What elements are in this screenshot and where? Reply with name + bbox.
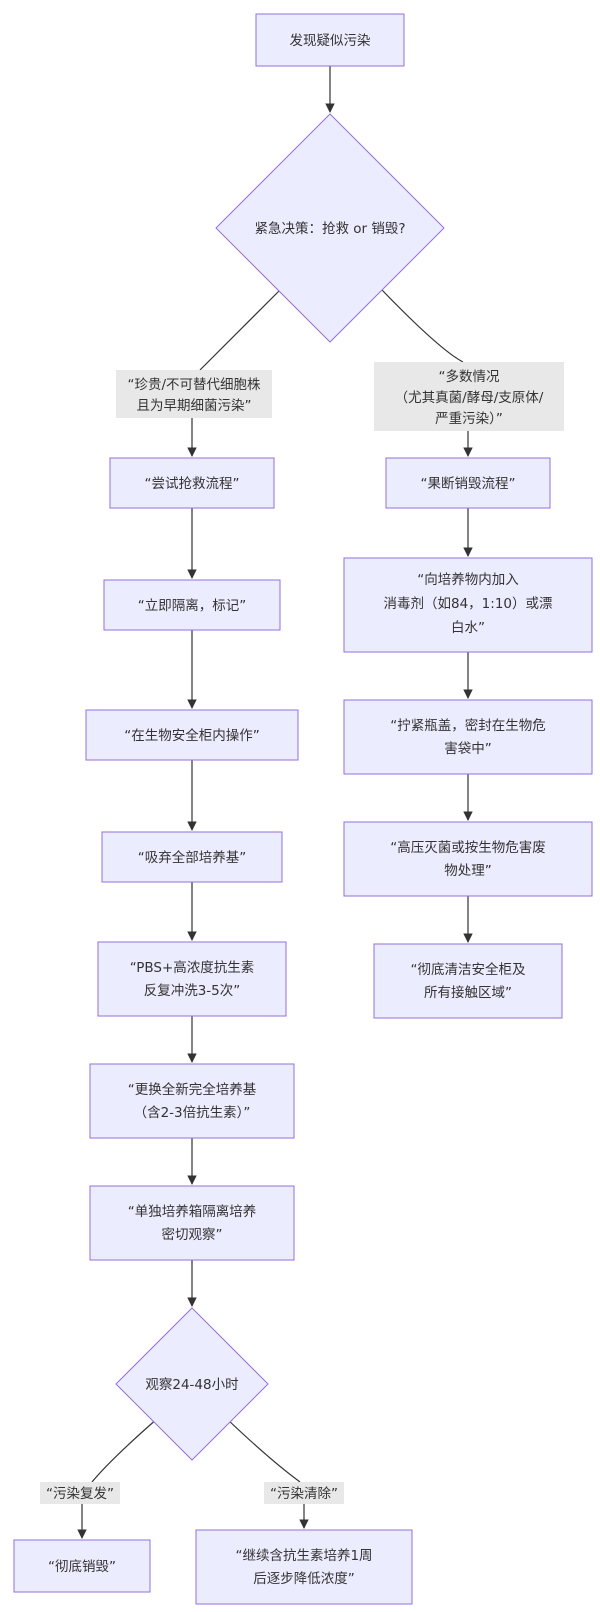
node-disinfect: “向培养物内加入 消毒剂（如84，1:10）或漂 白水” (343, 557, 593, 653)
node-incubate-line2: 密切观察” (162, 1226, 223, 1243)
node-aspirate: “吸弃全部培养基” (101, 831, 283, 883)
node-autoclave-line2: 物处理” (444, 863, 492, 879)
edge-observe-clear-label (225, 1417, 301, 1483)
node-continue: “继续含抗生素培养1周 后逐步降低浓度” (195, 1529, 413, 1605)
node-disinfect-line1: “向培养物内加入 (417, 572, 519, 588)
label-clear-text: “污染清除” (270, 1486, 338, 1502)
node-seal: “拧紧瓶盖，密封在生物危 害袋中” (343, 699, 593, 775)
node-autoclave: “高压灭菌或按生物危害废 物处理” (343, 821, 593, 897)
node-replace-line2: （含2-3倍抗生素）” (134, 1105, 251, 1121)
node-wash-line1: “PBS+高浓度抗生素 (130, 959, 255, 976)
edge-decision-destroy-label (381, 289, 464, 363)
edge-label-clear: “污染清除” (264, 1482, 344, 1504)
node-rescue-flow-text: “尝试抢救流程” (145, 475, 240, 492)
node-wash-line2: 反复冲洗3-5次” (144, 982, 241, 999)
edge-label-recur: “污染复发” (40, 1482, 120, 1504)
node-observe: 观察24-48小时 (115, 1307, 269, 1461)
node-clean: “彻底清洁安全柜及 所有接触区域” (373, 943, 563, 1019)
edge-label-rescue: “珍贵/不可替代细胞株 且为早期细菌污染” (116, 370, 272, 418)
node-decision: 紧急决策：抢救 or 销毁? (215, 113, 445, 343)
node-isolate-text: “立即隔离，标记” (138, 597, 247, 614)
edge-decision-rescue-label (199, 289, 281, 371)
node-destroy-final-text: “彻底销毁” (48, 1559, 116, 1575)
node-replace-line1: “更换全新完全培养基 (128, 1081, 257, 1098)
node-start: 发现疑似污染 (255, 13, 405, 67)
node-destroy-flow-text: “果断销毁流程” (421, 476, 516, 492)
node-continue-line1: “继续含抗生素培养1周 (235, 1548, 372, 1564)
label-destroy-line1: “多数情况 (439, 368, 500, 385)
node-observe-text: 观察24-48小时 (145, 1376, 238, 1393)
node-wash: “PBS+高浓度抗生素 反复冲洗3-5次” (97, 941, 287, 1017)
edge-observe-recur-label (91, 1417, 159, 1483)
label-recur-text: “污染复发” (46, 1485, 114, 1502)
node-destroy-flow: “果断销毁流程” (385, 457, 551, 509)
node-isolate: “立即隔离，标记” (103, 579, 281, 631)
node-disinfect-line3: 白水” (451, 620, 485, 636)
node-clean-line1: “彻底清洁安全柜及 (411, 961, 526, 978)
label-rescue-line2: 且为早期细菌污染” (137, 398, 252, 414)
node-start-text: 发现疑似污染 (290, 33, 371, 49)
node-destroy-final: “彻底销毁” (13, 1539, 151, 1593)
node-biosafety: “在生物安全柜内操作” (85, 709, 299, 761)
edges (77, 66, 473, 1539)
node-disinfect-line2: 消毒剂（如84，1:10）或漂 (384, 596, 553, 612)
label-destroy-line3: 严重污染）” (435, 411, 503, 427)
label-destroy-line2: （尤其真菌/酵母/支原体/ (395, 390, 544, 406)
node-rescue-flow: “尝试抢救流程” (109, 457, 275, 509)
node-autoclave-line1: “高压灭菌或按生物危害废 (390, 839, 546, 856)
node-continue-line2: 后逐步降低浓度” (253, 1571, 355, 1587)
node-decision-text: 紧急决策：抢救 or 销毁? (254, 220, 405, 237)
node-seal-line2: 害袋中” (444, 741, 492, 757)
node-biosafety-text: “在生物安全柜内操作” (124, 727, 260, 744)
node-incubate: “单独培养箱隔离培养 密切观察” (89, 1185, 295, 1261)
node-seal-line1: “拧紧瓶盖，密封在生物危 (390, 717, 546, 734)
node-aspirate-text: “吸弃全部培养基” (138, 849, 247, 866)
node-clean-line2: 所有接触区域” (424, 984, 512, 1001)
label-rescue-line1: “珍贵/不可替代细胞株 (127, 377, 261, 393)
edge-label-destroy: “多数情况 （尤其真菌/酵母/支原体/ 严重污染）” (374, 362, 564, 431)
node-replace: “更换全新完全培养基 （含2-3倍抗生素）” (89, 1063, 295, 1139)
node-incubate-line1: “单独培养箱隔离培养 (128, 1203, 257, 1220)
